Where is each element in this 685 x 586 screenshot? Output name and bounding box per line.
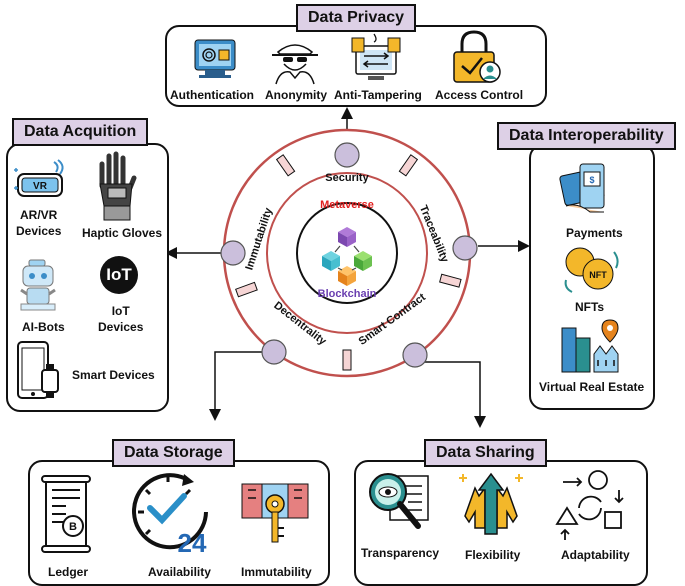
node-top xyxy=(334,142,360,168)
blockchain-cubes-icon xyxy=(322,227,372,286)
iot-icon-text: IoT xyxy=(100,256,138,294)
nft-icon-text: NFT xyxy=(589,270,607,280)
anti-tampering-label: Anti-Tampering xyxy=(334,88,422,102)
interop-title: Data Interoperability xyxy=(497,122,676,150)
iot-devices-label: IoT Devices xyxy=(98,304,144,334)
storage-title: Data Storage xyxy=(112,439,235,467)
acquisition-title: Data Acquition xyxy=(12,118,149,146)
metaverse-label: Metaverse xyxy=(320,199,374,211)
ring-label-security: Security xyxy=(325,172,369,184)
nfts-label: NFTs xyxy=(575,300,605,314)
flexibility-label: Flexibility xyxy=(465,548,521,562)
ring-separators xyxy=(235,154,462,371)
ledger-label: Ledger xyxy=(48,565,89,579)
clock-number: 24 xyxy=(178,528,207,558)
arrow-to-sharing xyxy=(422,361,486,428)
sharing-title: Data Sharing xyxy=(424,439,547,467)
payments-label: Payments xyxy=(566,226,623,240)
privacy-title: Data Privacy xyxy=(296,4,417,32)
anonymity-icon xyxy=(270,36,320,89)
transparency-icon xyxy=(364,470,434,545)
node-bottom-left xyxy=(261,339,287,365)
adaptability-label: Adaptability xyxy=(561,548,630,562)
haptic-glove-icon xyxy=(94,150,137,227)
ledger-icon: B xyxy=(40,475,92,561)
authentication-icon xyxy=(193,36,241,85)
flexibility-icon xyxy=(457,468,527,549)
vr-headset-icon: VR xyxy=(12,159,72,207)
smart-devices-label: Smart Devices xyxy=(72,368,155,382)
iot-icon: IoT xyxy=(100,256,138,294)
haptic-gloves-label: Haptic Gloves xyxy=(82,226,163,240)
svg-text:VR: VR xyxy=(33,181,48,192)
node-right xyxy=(452,235,478,261)
svg-text:$: $ xyxy=(589,175,594,185)
smart-device-icon xyxy=(14,340,64,407)
virtual-real-estate-label: Virtual Real Estate xyxy=(539,380,645,394)
svg-text:B: B xyxy=(69,521,77,533)
nft-icon: NFT xyxy=(562,246,620,299)
availability-label: Availability xyxy=(148,565,211,579)
arrow-to-storage xyxy=(209,351,274,421)
authentication-label: Authentication xyxy=(170,88,254,102)
ai-bot-icon xyxy=(17,256,61,317)
access-control-label: Access Control xyxy=(435,88,524,102)
arvr-label: AR/VR Devices xyxy=(16,208,62,238)
transparency-label: Transparency xyxy=(361,546,440,560)
virtual-real-estate-icon xyxy=(560,318,622,379)
node-bottom-right xyxy=(402,342,428,368)
anti-tampering-icon xyxy=(350,32,404,89)
payments-icon: $ xyxy=(559,162,618,225)
anonymity-label: Anonymity xyxy=(265,88,328,102)
adaptability-icon xyxy=(553,468,627,547)
immutability-icon xyxy=(240,478,310,553)
availability-clock-icon: 24 xyxy=(128,470,218,561)
ring-nodes xyxy=(220,142,478,368)
blockchain-label: Blockchain xyxy=(318,288,377,300)
ai-bots-label: AI-Bots xyxy=(22,320,65,334)
core-circle xyxy=(296,202,398,304)
access-control-icon xyxy=(450,30,502,89)
node-left xyxy=(220,240,246,266)
immutability-label: Immutability xyxy=(241,565,312,579)
